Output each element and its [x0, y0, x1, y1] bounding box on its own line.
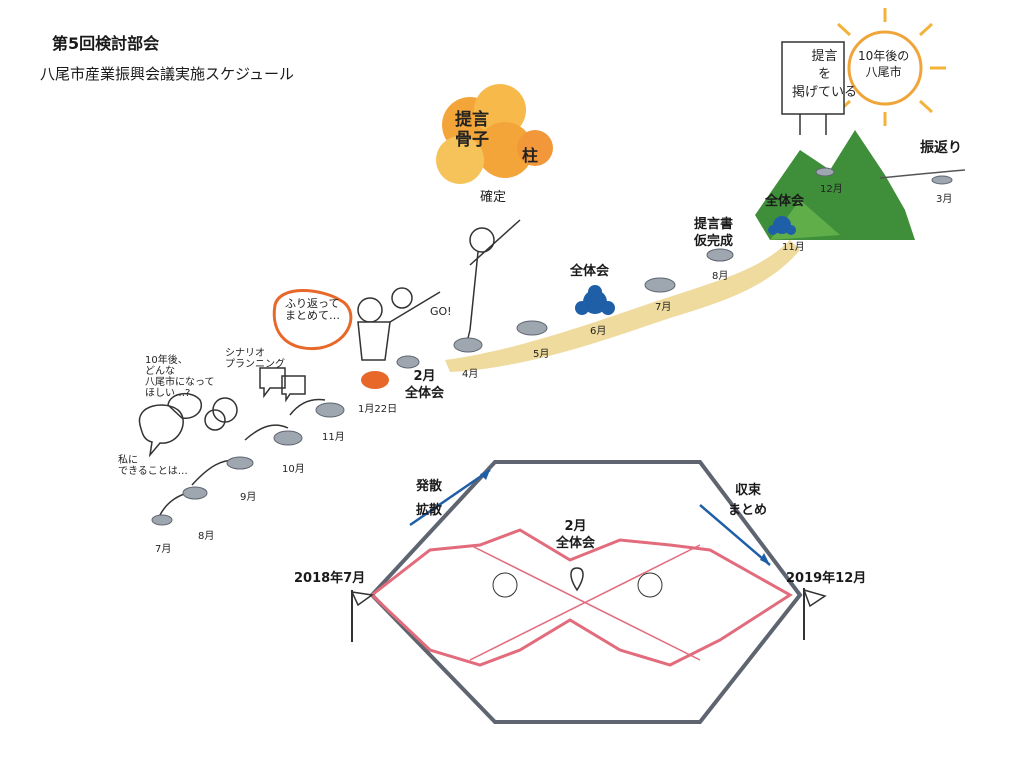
- note-go: GO!: [430, 305, 452, 318]
- diamond-right-bottom: まとめ: [728, 503, 768, 518]
- month-label-jul2: 7月: [655, 302, 672, 313]
- yellow-path: [445, 240, 800, 372]
- note-cloud: 提言 骨子: [455, 110, 489, 150]
- cloud-icon: [436, 84, 553, 184]
- month-label-m11: 11月: [322, 432, 345, 443]
- note-what-can: 私に できることは…: [118, 455, 188, 477]
- month-label-m10: 10月: [282, 464, 305, 475]
- diamond-diagram: [350, 460, 827, 724]
- event-draft-done: 提言書 仮完成: [694, 217, 734, 249]
- page-subtitle: 八尾市産業振興会議実施スケジュール: [40, 65, 294, 83]
- diamond-center: 2月 全体会: [556, 519, 596, 551]
- stones: [151, 167, 953, 526]
- reflect-bubble: [272, 289, 353, 351]
- stick-figure: [464, 219, 521, 351]
- note-cloud-fixed: 確定: [480, 190, 507, 205]
- event-review: 振返り: [920, 140, 962, 156]
- note-sun: 10年後の 八尾市: [858, 49, 910, 79]
- note-scenario: シナリオ プランニング: [225, 348, 285, 370]
- event-jun-general: 全体会: [570, 264, 610, 279]
- diamond-end: 2019年12月: [786, 571, 867, 586]
- month-label-mar: 3月: [936, 194, 953, 205]
- month-label-m9: 9月: [240, 492, 257, 503]
- speech-bubbles: [138, 367, 306, 458]
- event-nov-general: 全体会: [765, 194, 805, 209]
- event-feb-general: 2月 全体会: [405, 369, 445, 401]
- month-label-m8: 8月: [198, 531, 215, 542]
- month-label-nov2: 11月: [782, 242, 805, 253]
- review-line: [879, 169, 966, 179]
- presenter-figures: [357, 287, 441, 389]
- month-label-jun: 6月: [590, 326, 607, 337]
- general-meeting-markers: [575, 216, 796, 315]
- month-label-may: 5月: [533, 349, 550, 360]
- note-question: 10年後、 どんな 八尾市になって ほしい…?: [145, 355, 215, 399]
- month-label-apr: 4月: [462, 369, 479, 380]
- month-label-aug2: 8月: [712, 271, 729, 282]
- note-sign: 提言 を 掲げている: [792, 49, 858, 100]
- month-label-m7: 7月: [155, 544, 172, 555]
- diamond-right-top: 収束: [735, 483, 762, 498]
- diamond-start: 2018年7月: [294, 571, 366, 586]
- month-label-dec2: 12月: [820, 184, 843, 195]
- diamond-left-bottom: 拡散: [416, 503, 443, 518]
- note-cloud-pillar: 柱: [522, 146, 539, 165]
- note-reflect: ふり返って まとめて…: [285, 297, 340, 322]
- page-title: 第5回検討部会: [52, 34, 160, 53]
- diamond-left-top: 発散: [416, 479, 443, 494]
- sign-board: [781, 41, 845, 115]
- month-label-jan22: 1月22日: [358, 404, 398, 415]
